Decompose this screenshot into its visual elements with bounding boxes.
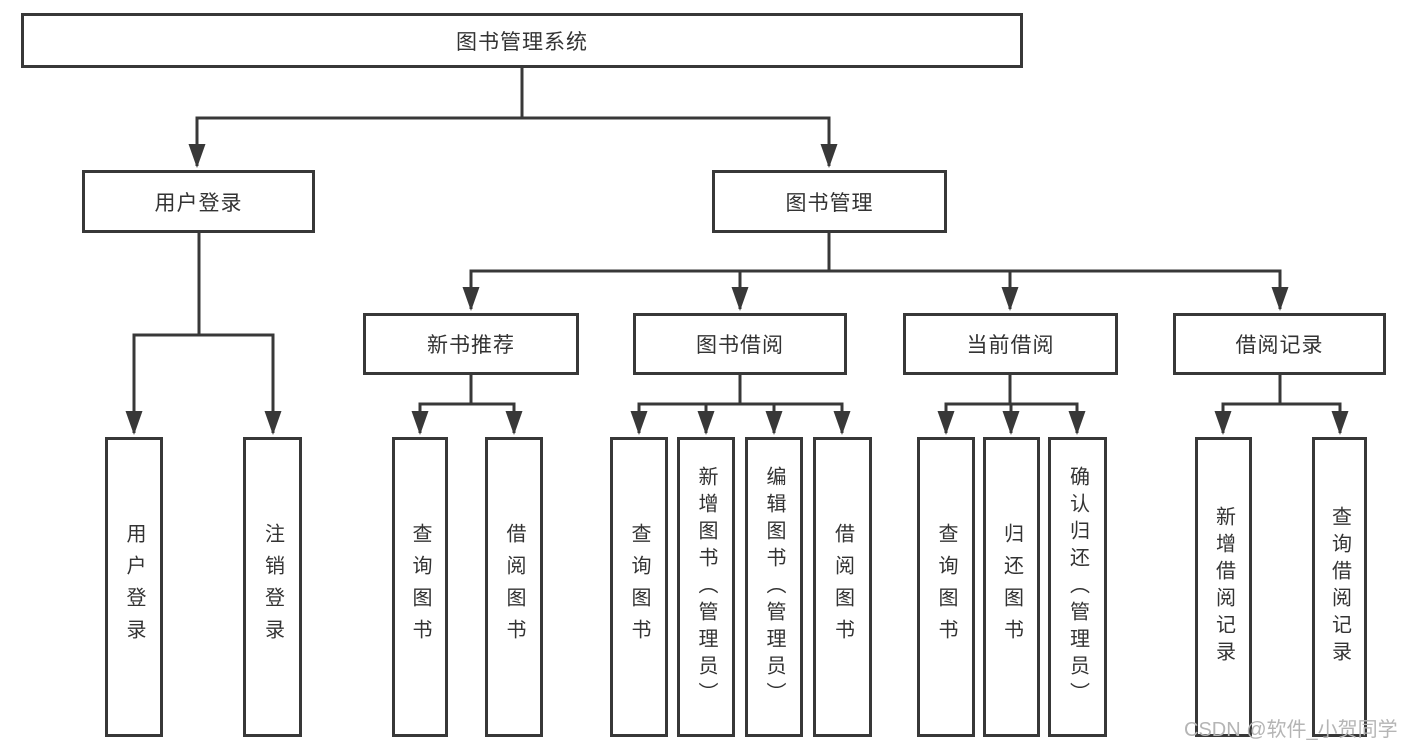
leaf-current-return-books: 归还图书 — [983, 437, 1040, 737]
leaf-recommend-borrow-books: 借阅图书 — [485, 437, 543, 737]
leaf-borrow-borrow-books: 借阅图书 — [813, 437, 872, 737]
leaf-logout: 注销登录 — [243, 437, 302, 737]
leaf-current-confirm-return-admin: 确认归还（管理员） — [1048, 437, 1107, 737]
leaf-current-query-books: 查询图书 — [917, 437, 975, 737]
node-book-borrow: 图书借阅 — [633, 313, 847, 375]
leaf-recommend-query-books: 查询图书 — [392, 437, 448, 737]
node-current-borrow: 当前借阅 — [903, 313, 1118, 375]
node-borrow-records: 借阅记录 — [1173, 313, 1386, 375]
node-new-book-recommend: 新书推荐 — [363, 313, 579, 375]
leaf-borrow-add-books-admin: 新增图书（管理员） — [677, 437, 735, 737]
leaf-records-query-borrow-record: 查询借阅记录 — [1312, 437, 1367, 737]
leaf-records-add-borrow-record: 新增借阅记录 — [1195, 437, 1252, 737]
node-book-management: 图书管理 — [712, 170, 947, 233]
leaf-borrow-edit-books-admin: 编辑图书（管理员） — [745, 437, 803, 737]
csdn-watermark: CSDN @软件_小贺同学 — [1184, 719, 1398, 741]
node-library-system: 图书管理系统 — [21, 13, 1023, 68]
node-user-login: 用户登录 — [82, 170, 315, 233]
leaf-borrow-query-books: 查询图书 — [610, 437, 668, 737]
leaf-user-login: 用户登录 — [105, 437, 163, 737]
